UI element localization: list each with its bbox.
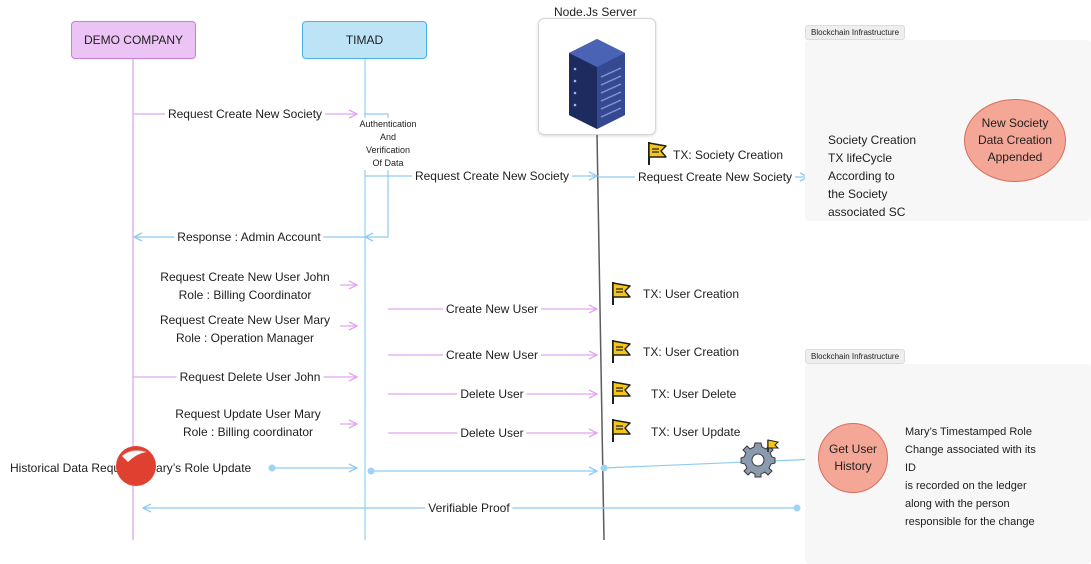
gear-icon — [740, 439, 780, 478]
history-note-line-1: Mary’s Timestamped Role — [905, 426, 1032, 438]
new-society-circle[interactable]: New Society Data Creation Appended — [964, 99, 1066, 182]
msg-create-user-mary: Request Create New User Mary Role : Oper… — [159, 311, 331, 347]
society-note-line-5: associated SC — [828, 205, 906, 219]
msg-update-user-mary-line-1: Request Update User Mary — [175, 407, 321, 421]
blockchain-tag-top: Blockchain Infrastructure — [805, 25, 906, 40]
msg-update-user-mary-line-2: Role : Billing coordinator — [182, 425, 314, 439]
msg-delete-user-2: Delete User — [457, 424, 527, 442]
flag-icon — [612, 419, 631, 442]
flag-icon — [612, 340, 631, 363]
msg-create-user-john-line-1: Request Create New User John — [160, 270, 330, 284]
history-note-line-4: is recorded on the ledger — [905, 480, 1027, 492]
node-server-title: Node.Js Server — [554, 5, 637, 19]
tx-society-creation: TX: Society Creation — [673, 148, 784, 162]
msg-create-new-user-1: Create New User — [442, 300, 542, 318]
society-note-line-1: Society Creation — [828, 133, 917, 147]
new-society-line-1: New Society — [981, 116, 1049, 130]
msg-request-create-society-3: Request Create New Society — [634, 168, 796, 186]
msg-verifiable-proof: Verifiable Proof — [425, 499, 513, 517]
history-note-line-3: ID — [905, 462, 916, 474]
msg-create-user-mary-line-1: Request Create New User Mary — [159, 313, 331, 327]
history-note-line-6: responsible for the change — [905, 516, 1035, 528]
tx-user-creation-2: TX: User Creation — [643, 345, 740, 359]
msg-request-create-society-2: Request Create New Society — [411, 167, 573, 185]
msg-create-user-john: Request Create New User John Role : Bill… — [160, 268, 330, 304]
msg-delete-user-1: Delete User — [457, 385, 527, 403]
msg-response-admin-account: Response : Admin Account — [174, 228, 324, 246]
actor-timad-label: TIMAD — [345, 33, 384, 47]
society-note-line-4: the Society — [828, 187, 888, 201]
msg-create-user-mary-line-2: Role : Operation Manager — [175, 331, 315, 345]
get-user-history-line-2: History — [834, 459, 872, 473]
actor-demo-company-label: DEMO COMPANY — [83, 33, 184, 47]
auth-line-4: Of Data — [372, 158, 404, 168]
new-society-line-3: Appended — [987, 150, 1043, 164]
history-note-line-5: along with the person — [905, 498, 1010, 510]
sticker-icon — [116, 446, 156, 486]
flag-icon — [648, 142, 667, 165]
society-note-line-2: TX lifeCycle — [828, 151, 893, 165]
msg-request-delete-john: Request Delete User John — [176, 368, 324, 386]
flag-icon — [612, 282, 631, 305]
server-icon — [569, 39, 625, 129]
history-note: Mary’s Timestamped Role Change associate… — [905, 423, 1036, 531]
society-note-line-3: According to — [828, 169, 895, 183]
get-user-history-circle[interactable]: Get User History — [818, 423, 888, 493]
actor-timad[interactable]: TIMAD — [302, 21, 427, 59]
msg-update-user-mary: Request Update User Mary Role : Billing … — [175, 405, 321, 441]
tx-user-delete: TX: User Delete — [651, 387, 737, 401]
society-lifecycle-note: Society Creation TX lifeCycle According … — [828, 131, 916, 221]
blockchain-tag-bottom: Blockchain Infrastructure — [805, 349, 906, 364]
msg-create-user-john-line-2: Role : Billing Coordinator — [178, 288, 312, 302]
node-lifeline — [596, 133, 605, 541]
history-note-line-2: Change associated with its — [905, 444, 1036, 456]
tx-user-creation-1: TX: User Creation — [643, 287, 740, 301]
auth-line-1: Authentication — [359, 119, 417, 129]
auth-line-3: Verification — [365, 145, 411, 155]
new-society-line-2: Data Creation — [977, 133, 1053, 147]
msg-request-create-society-1: Request Create New Society — [164, 105, 326, 123]
node-server-box[interactable] — [538, 18, 656, 135]
auth-verification-note: Authentication And Verification Of Data — [357, 118, 419, 170]
msg-create-new-user-2: Create New User — [442, 346, 542, 364]
get-user-history-line-1: Get User — [828, 442, 877, 456]
flag-icon — [612, 381, 631, 404]
tx-user-update: TX: User Update — [651, 425, 741, 439]
actor-demo-company[interactable]: DEMO COMPANY — [71, 21, 196, 59]
auth-line-2: And — [379, 132, 397, 142]
